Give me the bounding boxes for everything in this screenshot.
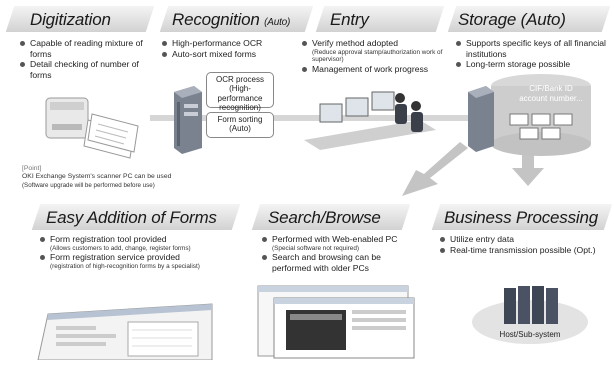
list-item: Real-time transmission possible (Opt.) bbox=[440, 245, 610, 256]
storage-bullets: Supports specific keys of all financial … bbox=[456, 38, 608, 70]
storage-title: Storage (Auto) bbox=[458, 10, 566, 29]
search-bullets: Performed with Web-enabled PC(Special so… bbox=[262, 234, 422, 273]
list-item: Long-term storage possible bbox=[456, 59, 608, 70]
list-item: High-performance OCR bbox=[162, 38, 302, 49]
digitization-bullets: Capable of reading mixture of forms Deta… bbox=[20, 38, 160, 80]
host-label: Host/Sub-system bbox=[499, 330, 561, 339]
entry-title: Entry bbox=[330, 10, 369, 29]
digitization-point-note: [Point] OKI Exchange System's scanner PC… bbox=[22, 165, 172, 189]
recognition-bullets: High-performance OCR Auto-sort mixed for… bbox=[162, 38, 302, 59]
forms-bullets: Form registration tool provided(Allows c… bbox=[40, 234, 240, 270]
scanner-illustration bbox=[45, 97, 139, 159]
list-item: Search and browsing can be performed wit… bbox=[262, 252, 422, 273]
forms-title: Easy Addition of Forms bbox=[46, 208, 217, 227]
storage-cylinder-label: CIF/Bank ID account number... bbox=[519, 84, 583, 103]
arrow-to-search-icon bbox=[402, 142, 468, 196]
search-title: Search/Browse bbox=[268, 208, 381, 227]
business-title: Business Processing bbox=[444, 208, 598, 227]
host-illustration bbox=[472, 286, 588, 344]
storage-illustration bbox=[468, 74, 591, 156]
ocr-process-box: OCR process (High-performance recognitio… bbox=[206, 72, 274, 112]
list-item: Utilize entry data bbox=[440, 234, 610, 245]
list-item: Form registration service provided(regis… bbox=[40, 252, 240, 270]
list-item: Form registration tool provided(Allows c… bbox=[40, 234, 240, 252]
entry-bullets: Verify method adopted(Reduce approval st… bbox=[302, 38, 462, 74]
business-bullets: Utilize entry data Real-time transmissio… bbox=[440, 234, 610, 255]
ocr-server-icon bbox=[174, 86, 202, 154]
list-item: Detail checking of number of forms bbox=[20, 59, 160, 80]
arrow-to-business-icon bbox=[512, 148, 544, 186]
recognition-title: Recognition (Auto) bbox=[172, 10, 291, 29]
digitization-title: Digitization bbox=[30, 10, 111, 29]
list-item: Capable of reading mixture of forms bbox=[20, 38, 160, 59]
list-item: Management of work progress bbox=[302, 64, 462, 75]
browse-screenshots bbox=[257, 285, 415, 359]
form-tool-screenshot bbox=[37, 303, 213, 360]
list-item: Verify method adopted(Reduce approval st… bbox=[302, 38, 462, 64]
list-item: Performed with Web-enabled PC(Special so… bbox=[262, 234, 422, 252]
entry-workstations-illustration bbox=[304, 91, 436, 150]
form-sorting-box: Form sorting (Auto) bbox=[206, 112, 274, 138]
list-item: Auto-sort mixed forms bbox=[162, 49, 302, 60]
list-item: Supports specific keys of all financial … bbox=[456, 38, 608, 59]
